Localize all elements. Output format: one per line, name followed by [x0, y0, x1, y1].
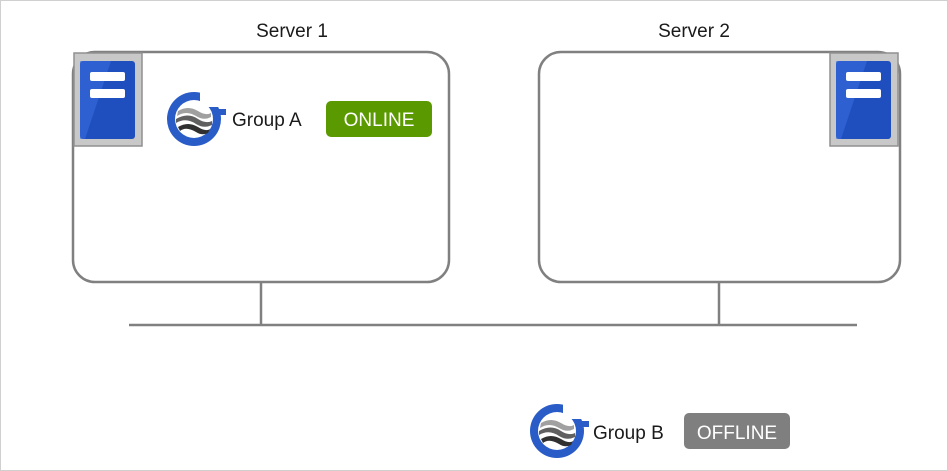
- cluster-group-icon: [530, 401, 591, 458]
- group-a-status-badge: ONLINE: [326, 101, 432, 137]
- group-b-status-badge: OFFLINE: [684, 413, 790, 449]
- server-1-label: Server 1: [256, 21, 328, 42]
- server-2-box: [537, 50, 902, 284]
- group-b-label: Group B: [593, 423, 664, 444]
- group-a-label: Group A: [232, 110, 302, 131]
- server-2-label: Server 2: [658, 21, 730, 42]
- group-b-status-text: OFFLINE: [697, 423, 777, 444]
- group-a-status-text: ONLINE: [344, 110, 415, 131]
- server-icon: [829, 52, 899, 147]
- server-icon: [73, 52, 143, 147]
- cluster-group-icon: [167, 89, 228, 146]
